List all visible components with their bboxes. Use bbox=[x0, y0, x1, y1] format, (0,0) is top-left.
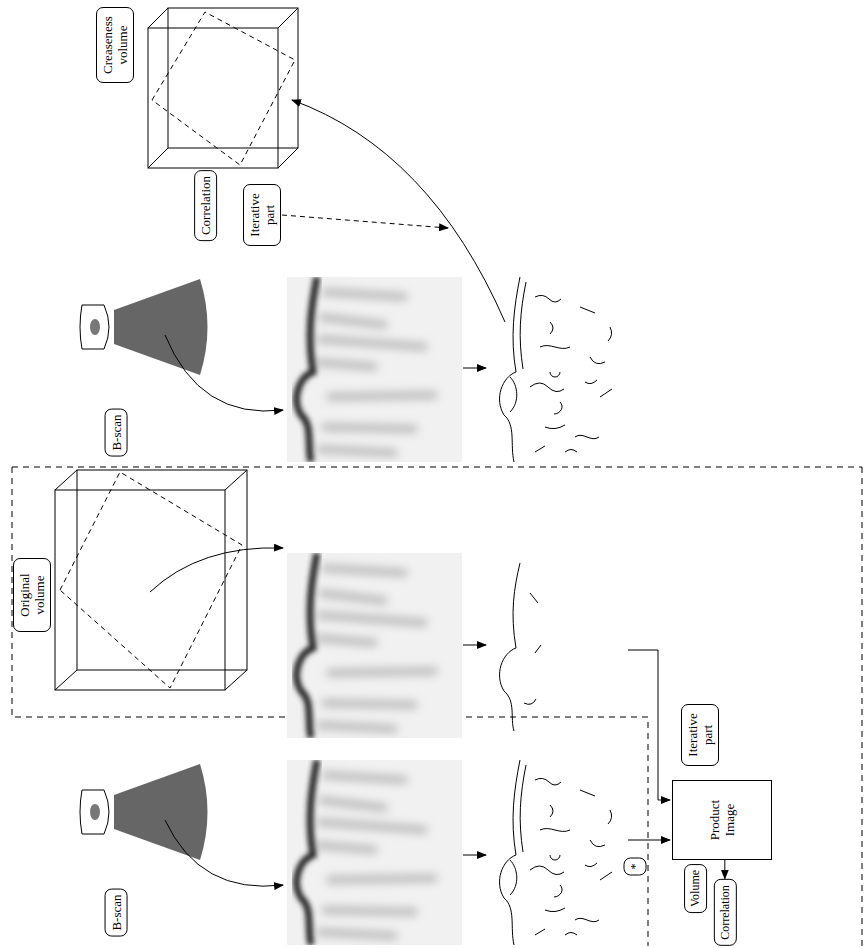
volume-label: Volume bbox=[684, 863, 707, 912]
volume-label: Creaseness volume bbox=[96, 7, 134, 83]
flow-arrow bbox=[724, 860, 725, 879]
label-text: B-scan bbox=[109, 894, 124, 930]
label-text: Original volume bbox=[17, 564, 47, 626]
operator-box: * bbox=[624, 857, 647, 875]
label-text: Correlation bbox=[717, 885, 732, 940]
label-text: Iterative part bbox=[247, 190, 277, 240]
scan-label: B-scan bbox=[105, 888, 128, 936]
label-text: Correlation bbox=[198, 175, 213, 234]
correlation-label: Correlation bbox=[194, 169, 217, 240]
iteration-label: Iterative part bbox=[681, 704, 719, 766]
process-box: Product Image bbox=[672, 780, 772, 860]
label-text: Iterative part bbox=[685, 710, 715, 760]
label-text: Creaseness volume bbox=[100, 13, 130, 77]
label-text: * bbox=[628, 863, 643, 869]
correlation-label: Correlation bbox=[713, 879, 736, 946]
volume-label: Original volume bbox=[13, 558, 51, 632]
iteration-label: Iterative part bbox=[243, 184, 281, 246]
scan-label: B-scan bbox=[105, 408, 128, 456]
label-text: Product Image bbox=[707, 786, 737, 854]
label-text: B-scan bbox=[109, 414, 124, 450]
label-text: Volume bbox=[688, 869, 703, 906]
